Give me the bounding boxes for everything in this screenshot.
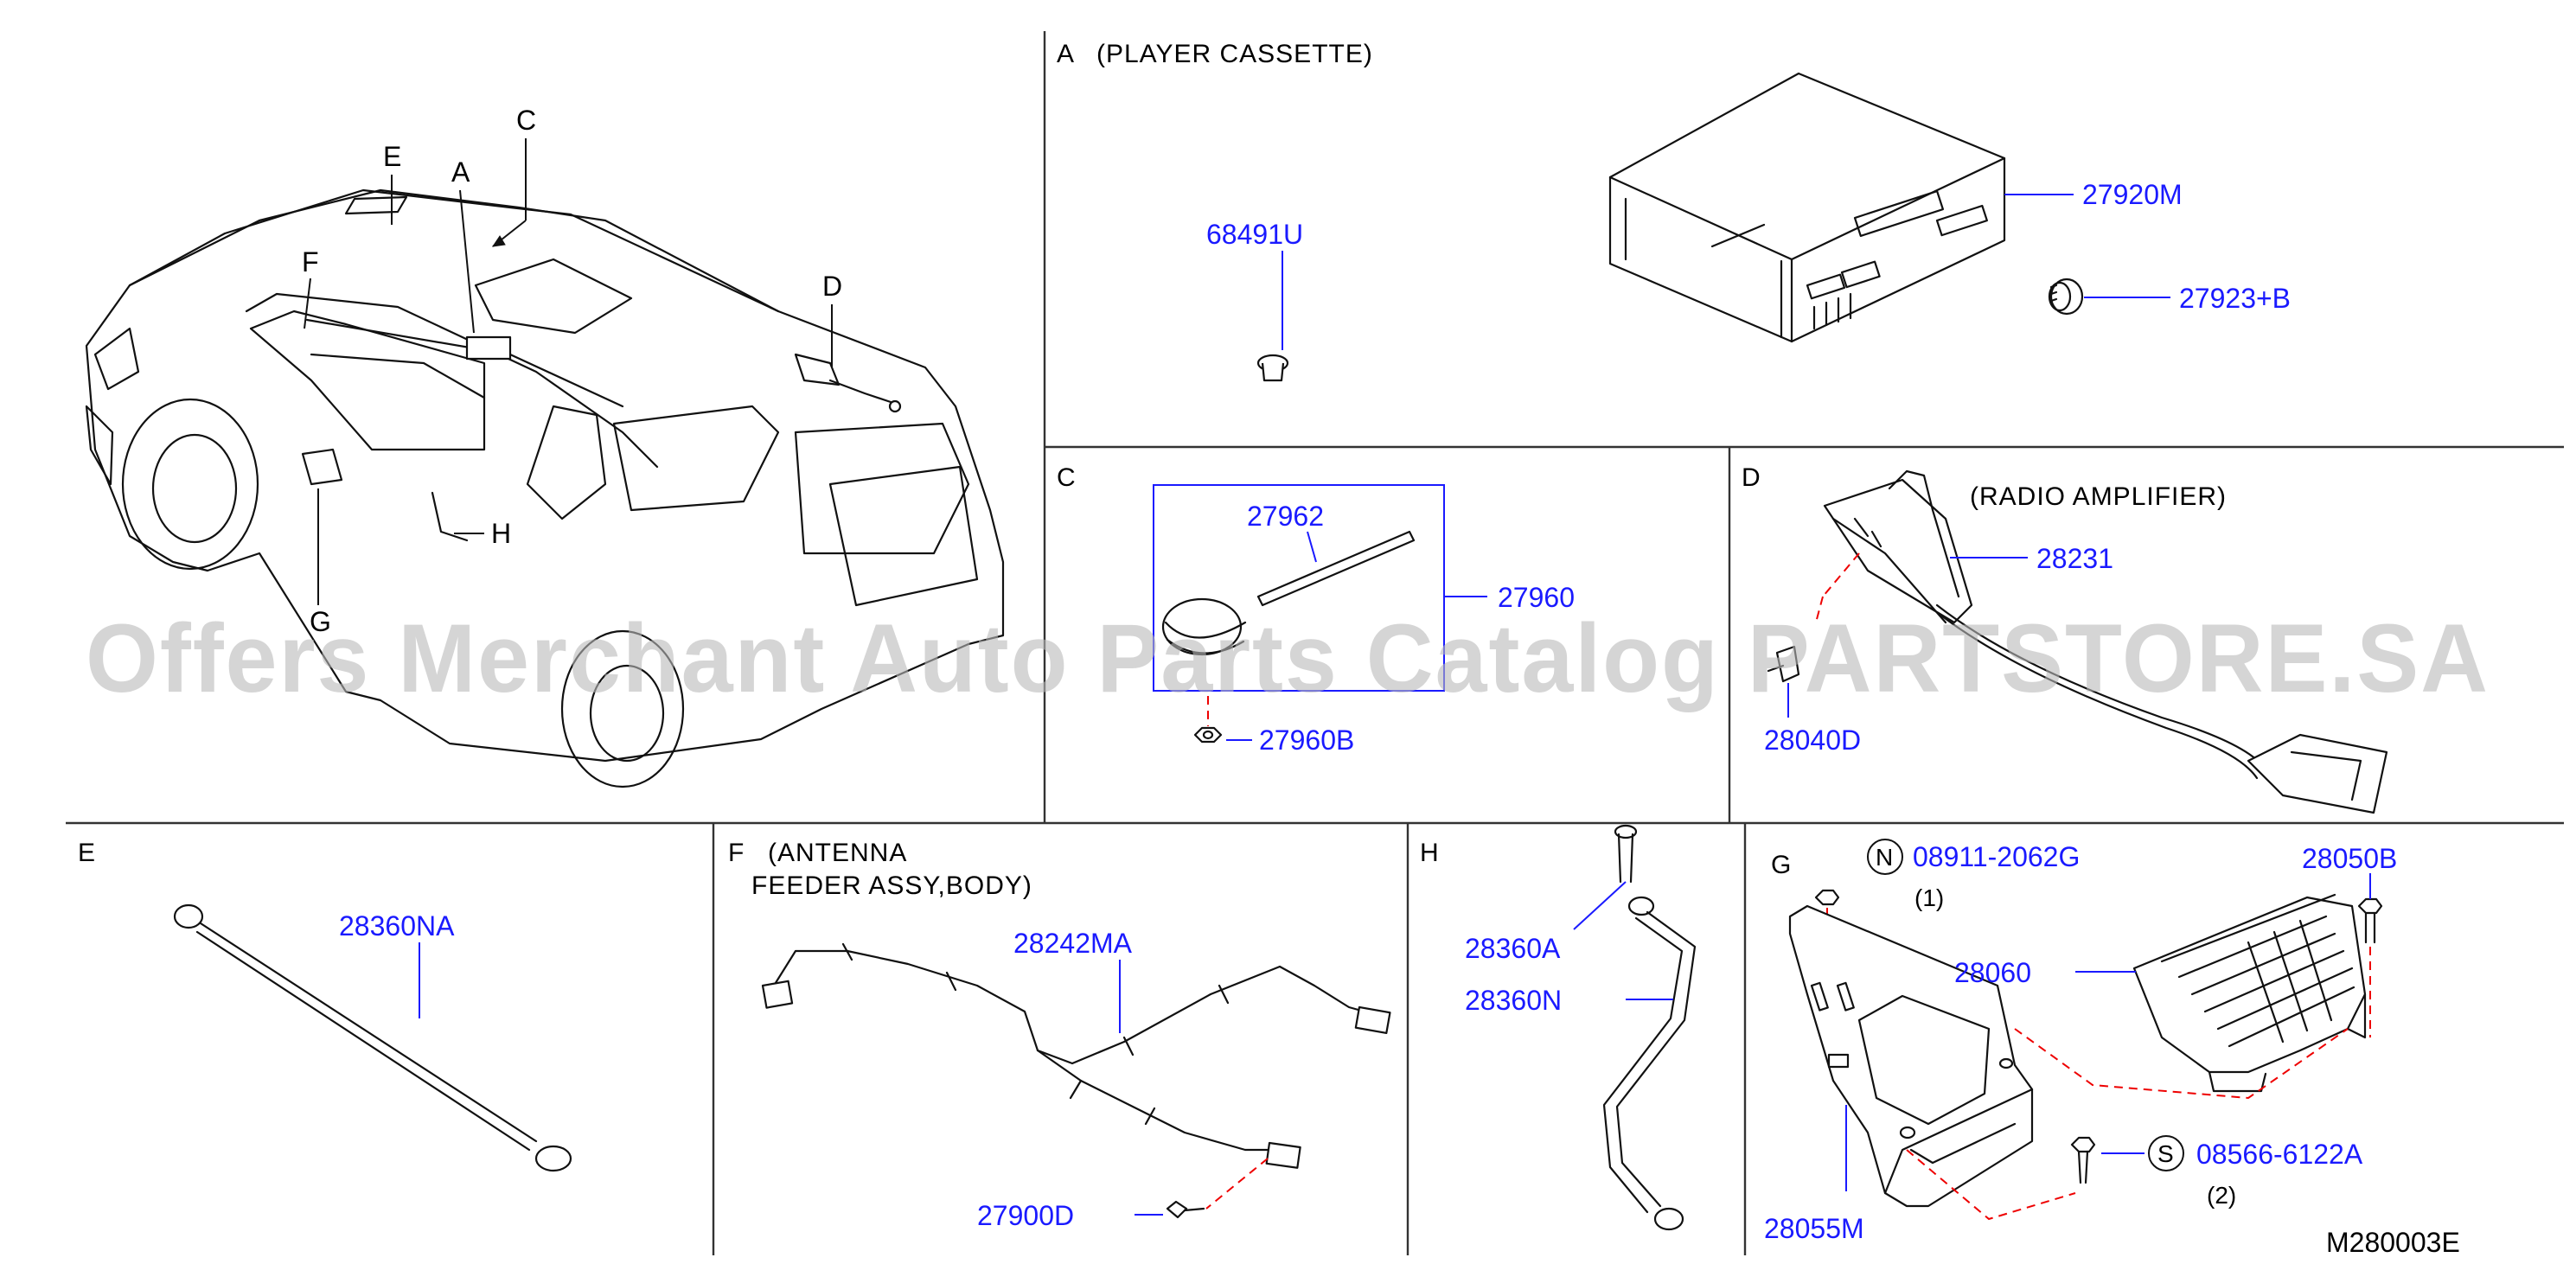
vehicle-callout-a: A	[451, 156, 475, 334]
part-08566-6122a-screw-drawing	[2070, 1136, 2096, 1184]
panel-e: E 28360NA	[78, 839, 572, 1172]
panel-d-letter: D	[1742, 463, 1761, 492]
quantity-2: (2)	[2207, 1182, 2236, 1209]
part-number-27920m: 27920M	[2082, 179, 2183, 210]
part-28360a-bolt-drawing	[1614, 824, 1638, 884]
panel-f-title-line-1: (ANTENNA	[768, 839, 907, 867]
fastener-symbol-s: S	[2148, 1135, 2184, 1171]
callout-label-d: D	[822, 271, 842, 302]
part-08911-2062g-nut-drawing	[1814, 889, 1840, 906]
part-27960-base-drawing	[1161, 597, 1247, 656]
panel-f-letter: F	[728, 839, 745, 867]
part-27962-rod-drawing	[1256, 530, 1416, 607]
panel-d: D (RADIO AMPLIFIER) 28231 28040D	[1742, 463, 2388, 814]
part-28242ma-feeder-drawing	[761, 942, 1391, 1169]
part-number-28242ma: 28242MA	[1013, 928, 1133, 959]
panel-g: G N 08911-2062G (1) 28055M	[1764, 839, 2397, 1244]
part-number-28360n: 28360N	[1465, 985, 1562, 1016]
callout-label-c: C	[516, 105, 536, 136]
vehicle-callout-d: D	[822, 271, 842, 367]
vehicle-overview: A C D E F G H	[85, 105, 1005, 788]
callout-label-h: H	[491, 518, 511, 549]
callout-label-a: A	[451, 156, 470, 188]
part-27960b-nut-drawing	[1193, 726, 1223, 744]
vehicle-callout-e: E	[383, 141, 401, 225]
symbol-n-letter: N	[1876, 844, 1893, 871]
part-28231-amplifier-drawing	[1823, 469, 2388, 814]
part-27900d-screw-drawing	[1166, 1200, 1205, 1219]
part-27960-kit-box	[1153, 484, 1445, 692]
part-28060-amplifier-drawing	[2132, 893, 2367, 1093]
part-number-27960b: 27960B	[1259, 724, 1354, 756]
panel-a: A (PLAYER CASSETTE) 68491U 27920M	[1057, 40, 2291, 382]
callout-label-f: F	[302, 246, 319, 278]
part-number-08911-2062g: 08911-2062G	[1913, 841, 2080, 872]
vehicle-callout-g: G	[310, 488, 331, 637]
symbol-s-letter: S	[2157, 1140, 2174, 1167]
quantity-1: (1)	[1914, 884, 1944, 911]
panel-f: F (ANTENNA FEEDER ASSY,BODY) 28242MA 279…	[728, 839, 1391, 1231]
part-28050b-bolt-drawing	[2357, 897, 2383, 944]
part-number-28055m: 28055M	[1764, 1213, 1864, 1244]
part-number-28360a: 28360A	[1465, 933, 1561, 964]
panel-h: H 28360A 28360N	[1420, 824, 1697, 1231]
part-28360n-strap-drawing	[1602, 896, 1697, 1231]
panel-g-letter: G	[1771, 851, 1792, 879]
vehicle-callout-c: C	[491, 105, 536, 247]
part-number-28360na: 28360NA	[339, 910, 455, 942]
part-number-28040d: 28040D	[1764, 724, 1861, 756]
part-number-27923b: 27923+B	[2179, 283, 2291, 314]
callout-label-g: G	[310, 606, 331, 637]
vehicle-callout-h: H	[454, 518, 511, 549]
panel-d-title: (RADIO AMPLIFIER)	[1970, 482, 2227, 511]
part-number-28231: 28231	[2036, 543, 2113, 574]
part-number-68491u: 68491U	[1206, 219, 1303, 250]
part-number-27962: 27962	[1247, 501, 1324, 532]
panel-h-letter: H	[1420, 839, 1440, 867]
part-number-08566-6122a: 08566-6122A	[2196, 1139, 2363, 1170]
vehicle-body-outline	[85, 188, 1005, 788]
fastener-symbol-n: N	[1867, 839, 1903, 875]
figure-code: M280003E	[2326, 1227, 2460, 1258]
vehicle-callout-f: F	[302, 246, 319, 329]
watermark-text: Offers Merchant Auto Parts Catalog PARTS…	[86, 604, 2490, 712]
part-number-28060: 28060	[1954, 957, 2031, 988]
callout-label-e: E	[383, 141, 401, 172]
part-number-27900d: 27900D	[977, 1200, 1074, 1231]
part-number-28050b: 28050B	[2302, 843, 2397, 874]
part-28055m-bracket-drawing	[1788, 904, 2034, 1208]
panel-dividers	[66, 31, 2564, 1255]
part-68491u-clip-drawing	[1256, 354, 1289, 382]
part-27920m-player-drawing	[1608, 72, 2006, 343]
panel-e-letter: E	[78, 839, 96, 867]
part-27923b-knob-drawing	[2048, 278, 2084, 316]
panel-f-title-line-2: FEEDER ASSY,BODY)	[751, 871, 1032, 900]
part-number-27960: 27960	[1498, 582, 1575, 613]
panel-c-letter: C	[1057, 463, 1077, 492]
part-28040d-clip-drawing	[1767, 645, 1800, 683]
panel-a-letter: A	[1057, 40, 1075, 68]
panel-a-title: (PLAYER CASSETTE)	[1096, 40, 1373, 68]
panel-c: C 27962 27960 27960B	[1057, 463, 1575, 756]
part-28360na-strap-drawing	[173, 903, 572, 1172]
